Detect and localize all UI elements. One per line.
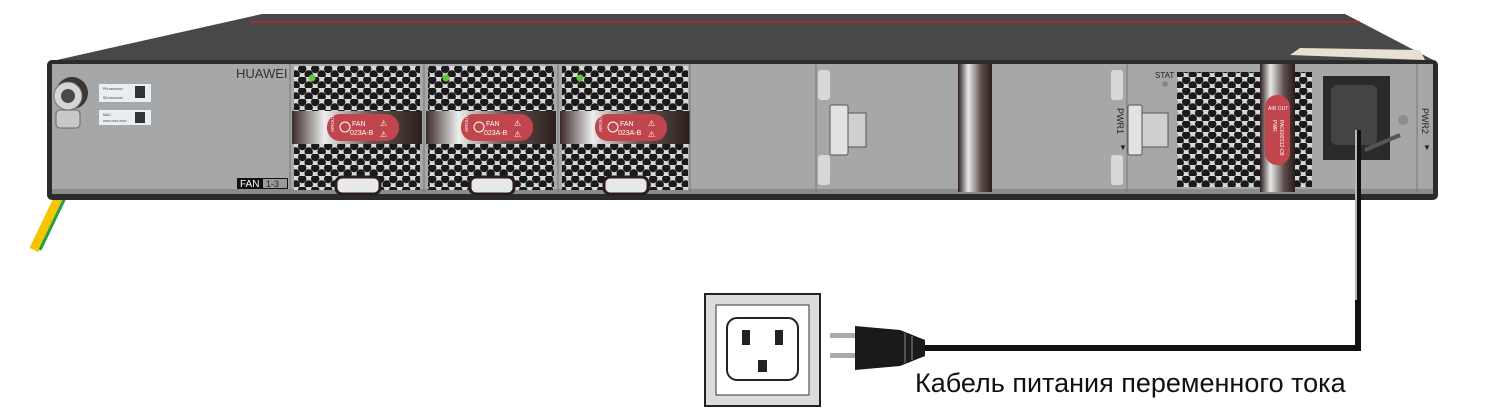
chassis-top: [48, 14, 1437, 62]
fan-icon: [607, 121, 619, 133]
stat-led-icon: [1162, 81, 1168, 87]
psu-airflow-text: AIR OUT: [1268, 106, 1288, 112]
ground-terminal: [53, 77, 88, 129]
blank-slot: [689, 64, 817, 192]
pwr2-arrow-icon: ▼: [1423, 143, 1431, 152]
plug-pin: [830, 353, 855, 358]
psu-label: [1265, 95, 1290, 165]
serial-label: PN:xxxxxxxx SN:xxxxxxxx: [99, 84, 151, 102]
fan-airflow-text: AIROUT: [464, 115, 469, 132]
warning-icon: ⚠: [514, 119, 521, 128]
fan-label-text: FAN: [486, 121, 500, 128]
warning-icon: ⚠: [648, 119, 655, 128]
warning-icon: ⚠: [380, 119, 387, 128]
cable-caption: Кабель питания переменного тока: [915, 368, 1346, 398]
fan-handle[interactable]: [468, 175, 516, 196]
fan-airflow-text: AIROUT: [598, 115, 603, 132]
sn-text: SN:xxxxxxxx: [103, 96, 123, 100]
fan-handle[interactable]: [334, 175, 382, 196]
mac-label: MAC: xxxx-xxxx-xxxx: [99, 110, 151, 125]
fan-label-text: FAN: [352, 121, 366, 128]
pn-text: PN:xxxxxxxx: [103, 87, 123, 91]
pwr2-label: PWR2: [1420, 108, 1430, 134]
psu-label-text: PWR: [1271, 120, 1277, 132]
fan-bay-label: FAN 1-3: [237, 178, 288, 190]
fan-label-text: FAN: [620, 121, 634, 128]
fan-icon: [473, 121, 485, 133]
fan-module[interactable]: AIROUT FAN 023A-B ⚠ ⚠: [557, 64, 690, 196]
fan-label: [461, 114, 533, 141]
fan-label: [327, 114, 399, 141]
fan-status-led-icon: [576, 74, 584, 82]
psu-model-text: PAC600S12-CB: [1278, 120, 1284, 156]
fan-icon: [339, 121, 351, 133]
mac-text: MAC:: [103, 113, 112, 117]
fan-module[interactable]: AIROUT FAN 023A-B ⚠ ⚠: [289, 64, 422, 196]
power-plug: [855, 326, 925, 370]
fan-label: [595, 114, 667, 141]
fan-module[interactable]: AIROUT FAN 023A-B ⚠ ⚠: [423, 64, 556, 196]
pwr1-label: PWR1: [1115, 108, 1125, 134]
plug-pin: [830, 333, 855, 338]
brand-logo-text: HUAWEI: [236, 66, 288, 81]
fan-handle[interactable]: [602, 175, 650, 196]
fan-bay-text: FAN: [240, 179, 259, 190]
fan-status-led-icon: [308, 74, 316, 82]
fan-airflow-text: AIROUT: [330, 115, 335, 132]
pwr1-slot[interactable]: PWR1 ▼: [818, 64, 1169, 192]
warning-icon: ⚠: [380, 130, 387, 139]
fan-model-text: 023A-B: [484, 130, 508, 137]
stat-label: STAT: [1155, 71, 1174, 80]
fan-bay-range-text: 1-3: [266, 179, 279, 189]
wall-outlet[interactable]: [704, 293, 821, 407]
fan-status-led-icon: [442, 74, 450, 82]
fan-model-text: 023A-B: [350, 130, 374, 137]
ac-power-cable: [830, 130, 1401, 370]
mac-value-text: xxxx-xxxx-xxxx: [103, 119, 127, 123]
fan-model-text: 023A-B: [618, 130, 642, 137]
warning-icon: ⚠: [648, 130, 655, 139]
pwr1-arrow-icon: ▼: [1119, 143, 1127, 152]
warning-icon: ⚠: [514, 130, 521, 139]
